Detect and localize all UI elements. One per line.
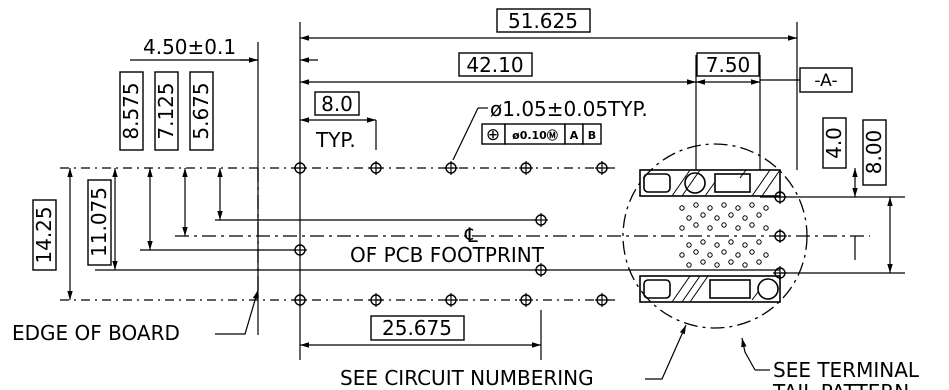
dim-5675-label: 5.675 <box>189 82 213 139</box>
dim-40-label: 4.0 <box>822 127 846 159</box>
see-circuit-callout: SEE CIRCUIT NUMBERING <box>340 324 687 390</box>
datum-a-label: -A- <box>814 71 837 91</box>
dim-tail-offset: 7.50 <box>696 52 760 85</box>
tol-value: ø0.10Ⓜ <box>512 128 558 142</box>
dim-450-label: 4.50±0.1 <box>143 35 236 59</box>
row-lines <box>60 167 905 301</box>
edge-of-board-callout: EDGE OF BOARD <box>12 289 259 345</box>
hole <box>518 160 534 176</box>
dim-4210-label: 42.10 <box>466 53 523 77</box>
hole-dia-label: ø1.05±0.05TYP. <box>490 97 648 121</box>
hole <box>594 160 610 176</box>
dim-vertical-right: 4.0 8.00 <box>822 117 893 273</box>
footprint-holes <box>292 160 788 308</box>
dim-7125-label: 7.125 <box>154 82 178 139</box>
dim-first-to-last: 42.10 <box>300 52 696 85</box>
hole <box>443 160 459 176</box>
dim-11075-label: 11.075 <box>87 187 111 257</box>
hole <box>292 292 308 308</box>
see-terminal-label-2: TAIL PATTERN <box>772 380 909 390</box>
datum-a: -A- <box>760 67 853 93</box>
hole <box>292 160 308 176</box>
see-terminal-callout: SEE TERMINAL TAIL PATTERN <box>741 337 920 390</box>
dim-25675-label: 25.675 <box>382 316 452 340</box>
tol-position-symbol: ⊕ <box>486 125 500 145</box>
dim-8575-label: 8.575 <box>119 82 143 139</box>
tol-datum-a: A <box>570 129 579 142</box>
hole <box>368 160 384 176</box>
hole-callout: ø1.05±0.05TYP. ⊕ ø0.10Ⓜ A B <box>452 97 648 161</box>
dim-vertical-left: 14.25 11.075 8.575 7.125 5.675 <box>32 71 223 300</box>
centerline-symbol: ℄ <box>464 223 478 247</box>
hole <box>518 292 534 308</box>
dim-800-label: 8.00 <box>862 130 886 175</box>
hole <box>368 292 384 308</box>
hole <box>533 212 549 228</box>
hole <box>772 228 788 244</box>
dim-1425-label: 14.25 <box>32 206 56 263</box>
dim-51625-label: 51.625 <box>508 9 578 33</box>
hole <box>594 292 610 308</box>
connector-detail <box>622 143 808 329</box>
dim-bottom-span: 25.675 <box>300 315 541 348</box>
pcb-footprint-label: OF PCB FOOTPRINT <box>350 243 545 267</box>
dim-total-length: 51.625 <box>300 8 797 41</box>
dim-typ-label: TYP. <box>315 128 356 152</box>
tol-datum-b: B <box>588 129 596 142</box>
edge-of-board-label: EDGE OF BOARD <box>12 321 180 345</box>
dim-750-label: 7.50 <box>706 53 751 77</box>
see-terminal-label-1: SEE TERMINAL <box>773 358 920 382</box>
see-circuit-label: SEE CIRCUIT NUMBERING <box>340 366 594 390</box>
dim-80-label: 8.0 <box>321 92 353 116</box>
dim-pitch-typ: 8.0 TYP. <box>300 91 376 152</box>
hole <box>292 242 308 258</box>
hole <box>443 292 459 308</box>
dim-board-edge: 4.50±0.1 <box>130 35 318 63</box>
